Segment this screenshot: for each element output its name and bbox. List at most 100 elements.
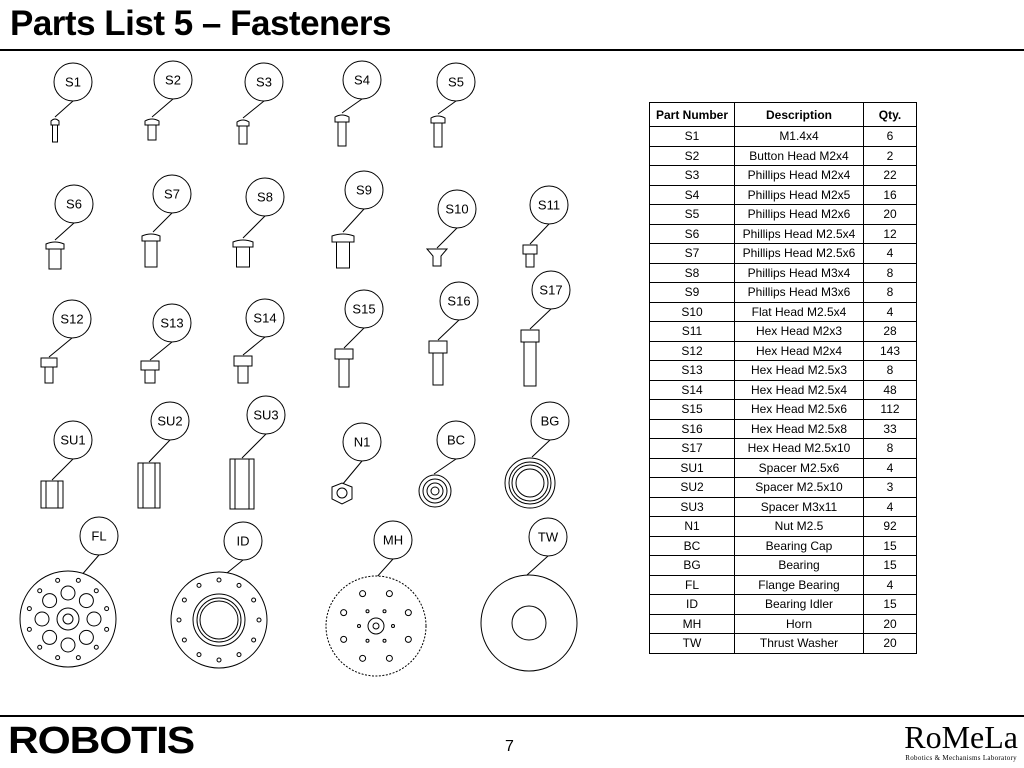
callout-label: S1 — [65, 75, 81, 90]
part-number-cell: FL — [649, 574, 735, 595]
callout-label: ID — [237, 534, 250, 549]
callout-bubble-s6 — [54, 184, 94, 224]
screw-s3 — [236, 119, 250, 145]
qty-cell: 4 — [863, 457, 917, 478]
part-number-cell: BG — [649, 555, 735, 576]
part-number-cell: S5 — [649, 204, 735, 225]
callout-bubble-s1 — [53, 62, 93, 102]
column-header-qty: Qty. — [863, 102, 917, 127]
callout-label: S17 — [539, 283, 562, 298]
qty-cell: 33 — [863, 418, 917, 439]
callout-label: BG — [541, 414, 560, 429]
qty-cell: 4 — [863, 574, 917, 595]
part-number-cell: S17 — [649, 438, 735, 459]
description-cell: Phillips Head M2x5 — [734, 184, 864, 205]
part-number-cell: SU2 — [649, 477, 735, 498]
callout-leader-s5 — [437, 100, 457, 115]
callout-label: S12 — [60, 312, 83, 327]
callout-leader-s1 — [54, 100, 74, 118]
callout-bubble-s14 — [245, 298, 285, 338]
callout-label: S14 — [253, 311, 276, 326]
qty-cell: 12 — [863, 223, 917, 244]
callout-label: S11 — [538, 198, 560, 213]
part-number-cell: S9 — [649, 282, 735, 303]
callout-label: FL — [91, 529, 106, 544]
description-cell: Spacer M2.5x6 — [734, 457, 864, 478]
part-number-cell: MH — [649, 613, 735, 634]
spacer-su2 — [137, 462, 161, 509]
callout-label: S9 — [356, 183, 372, 198]
callout-bubble-tw — [528, 517, 568, 557]
horn-mh — [325, 575, 427, 677]
qty-cell: 92 — [863, 516, 917, 537]
robotis-logo: ROBOTIS — [8, 720, 195, 762]
callout-bubble-s11 — [529, 185, 569, 225]
callout-bubble-mh — [373, 520, 413, 560]
romela-logo: RoMeLa Robotics & Mechanisms Laboratory — [904, 720, 1018, 762]
callout-bubble-bc — [436, 420, 476, 460]
callout-label: S15 — [352, 302, 375, 317]
qty-cell: 48 — [863, 379, 917, 400]
qty-cell: 22 — [863, 165, 917, 186]
callout-bubble-s2 — [153, 60, 193, 100]
callout-bubble-su3 — [246, 395, 286, 435]
qty-cell: 20 — [863, 204, 917, 225]
qty-cell: 20 — [863, 613, 917, 634]
callout-label: S6 — [66, 197, 82, 212]
qty-cell: 15 — [863, 594, 917, 615]
description-cell: Bearing Idler — [734, 594, 864, 615]
description-cell: Spacer M3x11 — [734, 496, 864, 517]
part-number-cell: SU1 — [649, 457, 735, 478]
page-number: 7 — [505, 738, 514, 755]
part-number-cell: S4 — [649, 184, 735, 205]
callout-bubble-s15 — [344, 289, 384, 329]
callout-leader-s7 — [152, 212, 173, 233]
part-number-cell: S3 — [649, 165, 735, 186]
part-number-cell: S12 — [649, 340, 735, 361]
screw-s10 — [425, 248, 449, 267]
callout-bubble-id — [223, 521, 263, 561]
callout-bubble-fl — [79, 516, 119, 556]
description-cell: Hex Head M2.5x4 — [734, 379, 864, 400]
qty-cell: 6 — [863, 126, 917, 147]
qty-cell: 16 — [863, 184, 917, 205]
screw-s13 — [140, 360, 160, 384]
callout-bubble-s8 — [245, 177, 285, 217]
romela-logo-subtitle: Robotics & Mechanisms Laboratory — [905, 754, 1017, 762]
callout-leader-s3 — [242, 100, 265, 119]
callout-bubble-s9 — [344, 170, 384, 210]
callout-bubble-s13 — [152, 303, 192, 343]
part-number-cell: S6 — [649, 223, 735, 244]
part-number-cell: BC — [649, 535, 735, 556]
qty-cell: 28 — [863, 321, 917, 342]
description-cell: Button Head M2x4 — [734, 145, 864, 166]
description-cell: Hex Head M2.5x3 — [734, 360, 864, 381]
bearing-cap-bc — [418, 474, 452, 508]
screw-s5 — [430, 115, 446, 148]
callout-label: S16 — [447, 294, 470, 309]
description-cell: Hex Head M2.5x6 — [734, 399, 864, 420]
screw-s2 — [144, 118, 160, 141]
part-number-cell: S16 — [649, 418, 735, 439]
screw-s8 — [232, 239, 254, 268]
screw-s17 — [520, 329, 540, 387]
callout-label: S3 — [256, 75, 272, 90]
callout-label: TW — [538, 530, 559, 545]
page-title: Parts List 5 – Fasteners — [10, 4, 391, 43]
callout-leader-s17 — [529, 308, 552, 330]
callout-label: S13 — [160, 316, 183, 331]
part-layer — [19, 114, 578, 677]
description-cell: Thrust Washer — [734, 633, 864, 654]
callout-leader-s6 — [54, 222, 75, 241]
callout-label: SU2 — [157, 414, 182, 429]
